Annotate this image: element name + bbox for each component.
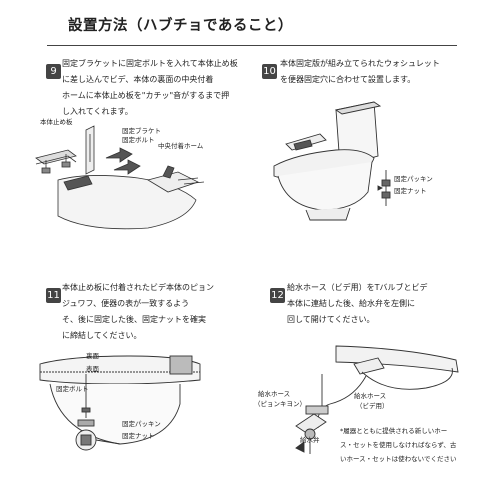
label-bracket: 固定ブラケト	[122, 127, 161, 135]
label-packing-10: 固定パッキン	[394, 175, 433, 183]
step-11-line: そ、後に固定した後、固定ナットを確実	[62, 315, 206, 324]
step-9-line: 固定ブラケットに固定ボルトを入れて本体止め板	[62, 59, 238, 68]
step-12-text: 給水ホース（ビデ用）をTバルブとビデ 本体に連結した後、給水弁を左側に 回して開…	[287, 280, 428, 328]
label-valve: 給水弁	[300, 436, 320, 444]
label-nut-11: 固定ナット	[122, 432, 155, 440]
note-line: ス・セットを使用しなければならず、古	[340, 441, 457, 449]
step-12-line: 給水ホース（ビデ用）をTバルブとビデ	[287, 283, 428, 292]
label-hose-left: 給水ホース	[258, 390, 291, 398]
label-bolt: 固定ボルト	[122, 136, 155, 144]
step-12-illustration	[295, 345, 459, 454]
step-12-line: 本体に連結した後、給水弁を左側に	[287, 299, 415, 308]
label-bolt-11: 固定ボルト	[56, 385, 89, 393]
step-12-number: 12	[270, 288, 285, 303]
label-hose-left-sub: （ピョンキヨン）	[254, 400, 306, 408]
page-title: 設置方法（ハブチョであること）	[68, 18, 293, 34]
title-underline	[47, 45, 457, 46]
step-9-text: 固定ブラケットに固定ボルトを入れて本体止め板 に差し込んでビデ、本体の裏面の中央…	[62, 56, 238, 120]
step-12-note: *履器とともに提供される新しいホー ス・セットを使用しなければならず、古 いホー…	[340, 424, 456, 466]
note-line: いホース・セットは使わないでください	[340, 455, 457, 463]
step-9-number: 9	[46, 64, 61, 79]
note-line: *履器とともに提供される新しいホー	[340, 427, 448, 435]
step-11-line: 本体止め板に付着されたビデ本体のピョン	[62, 283, 214, 292]
step-10-illustration	[273, 101, 391, 221]
step-10-number: 10	[262, 64, 277, 79]
step-10-line: 本体固定版が組み立てられたウォシュレット	[280, 59, 440, 68]
step-11-line: に締結してください。	[62, 331, 142, 340]
step-11-illustration	[39, 355, 201, 451]
step-11-line: ジュワフ、便器の表が一致するよう	[62, 299, 190, 308]
label-hose-right-sub: （ビデ用）	[356, 402, 389, 410]
step-11-text: 本体止め板に付着されたビデ本体のピョン ジュワフ、便器の表が一致するよう そ、後…	[62, 280, 214, 344]
step-9-line: し入れてくれます。	[62, 107, 133, 116]
step-9-line: ホームに本体止め板を"カチッ"音がするまで押	[62, 91, 230, 100]
label-packing-11: 固定パッキン	[122, 420, 161, 428]
label-hose-right: 給水ホース	[354, 392, 387, 400]
label-stop-plate: 本体止め板	[40, 118, 73, 126]
step-9-line: に差し込んでビデ、本体の裏面の中央付着	[62, 75, 214, 84]
step-10-line: を便器固定穴に合わせて設置します。	[280, 75, 416, 84]
label-back-11: 裏面	[86, 352, 99, 360]
step-11-number: 11	[46, 288, 61, 303]
step-10-text: 本体固定版が組み立てられたウォシュレット を便器固定穴に合わせて設置します。	[280, 56, 440, 88]
label-front-11: 表面	[86, 365, 99, 373]
step-9-illustration	[35, 125, 205, 230]
label-center-home: 中央付着ホーム	[158, 142, 204, 150]
label-nut-10: 固定ナット	[394, 187, 427, 195]
step-12-line: 回して開けてください。	[287, 315, 375, 324]
